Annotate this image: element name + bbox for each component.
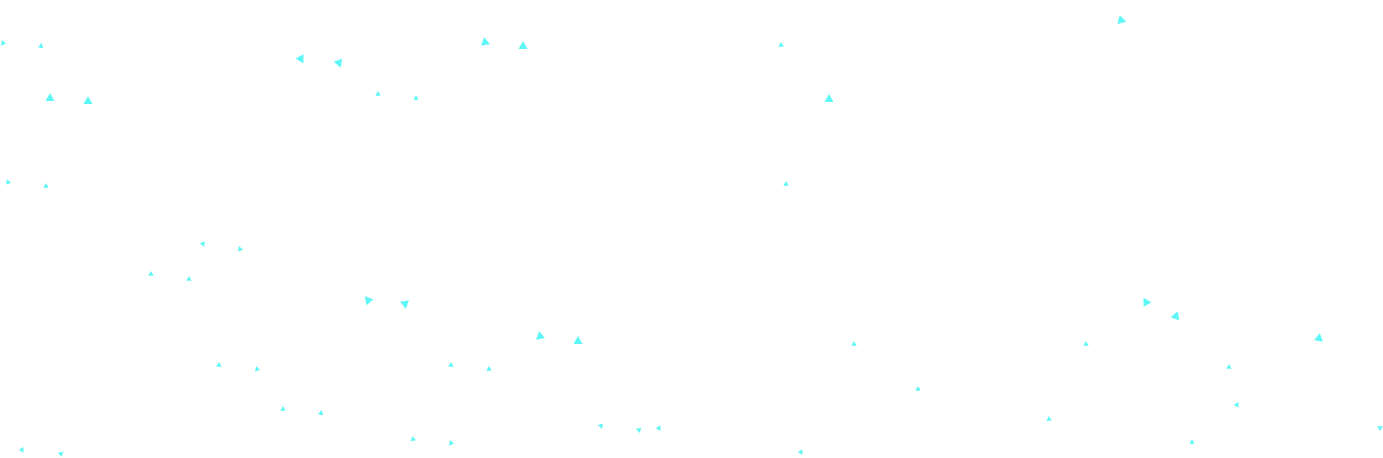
- particle-triangle: [1314, 333, 1323, 342]
- particle-triangle: [1143, 297, 1152, 307]
- particle-triangle: [148, 271, 154, 276]
- particle-triangle: [1, 40, 7, 46]
- particle-triangle: [400, 300, 409, 309]
- particle-triangle: [597, 423, 603, 429]
- particle-triangle: [1117, 15, 1127, 25]
- particle-triangle: [186, 276, 192, 281]
- particle-triangle: [824, 94, 834, 102]
- particle-triangle: [449, 440, 455, 446]
- particle-triangle: [413, 95, 419, 100]
- particle-triangle: [58, 451, 64, 457]
- particle-triangle: [18, 447, 24, 453]
- particle-triangle: [364, 296, 374, 306]
- particle-triangle: [295, 54, 304, 64]
- particle-triangle: [375, 91, 381, 96]
- particle-triangle: [573, 336, 583, 344]
- particle-triangle: [199, 241, 205, 247]
- particle-triangle: [636, 427, 642, 433]
- particle-triangle: [797, 449, 803, 455]
- particle-triangle: [1083, 341, 1089, 346]
- particle-triangle: [238, 246, 244, 252]
- particle-triangle: [38, 43, 44, 49]
- particle-triangle: [1377, 426, 1383, 431]
- particle-triangle: [1046, 416, 1052, 422]
- particle-triangle: [6, 179, 12, 185]
- particle-triangle: [216, 362, 222, 367]
- particle-triangle: [1170, 311, 1180, 321]
- particle-triangle: [448, 362, 454, 367]
- particle-triangle: [536, 331, 545, 340]
- particle-triangle: [410, 436, 416, 442]
- particle-triangle: [1233, 402, 1239, 408]
- particle-triangle: [783, 181, 789, 186]
- particle-triangle: [318, 410, 324, 416]
- particle-triangle: [655, 425, 661, 431]
- particle-triangle: [255, 366, 261, 372]
- particle-triangle: [518, 41, 528, 49]
- particle-triangle: [43, 183, 49, 188]
- particle-triangle: [1226, 364, 1232, 369]
- particle-triangle: [481, 37, 490, 46]
- particle-triangle: [778, 42, 784, 47]
- particle-triangle: [851, 341, 857, 346]
- particle-triangle: [83, 96, 93, 104]
- particle-triangle: [486, 366, 492, 371]
- particle-triangle: [280, 406, 286, 411]
- particle-triangle: [1189, 439, 1195, 444]
- particle-triangle: [333, 58, 343, 68]
- particle-triangle: [45, 93, 55, 101]
- particle-triangle: [915, 386, 921, 391]
